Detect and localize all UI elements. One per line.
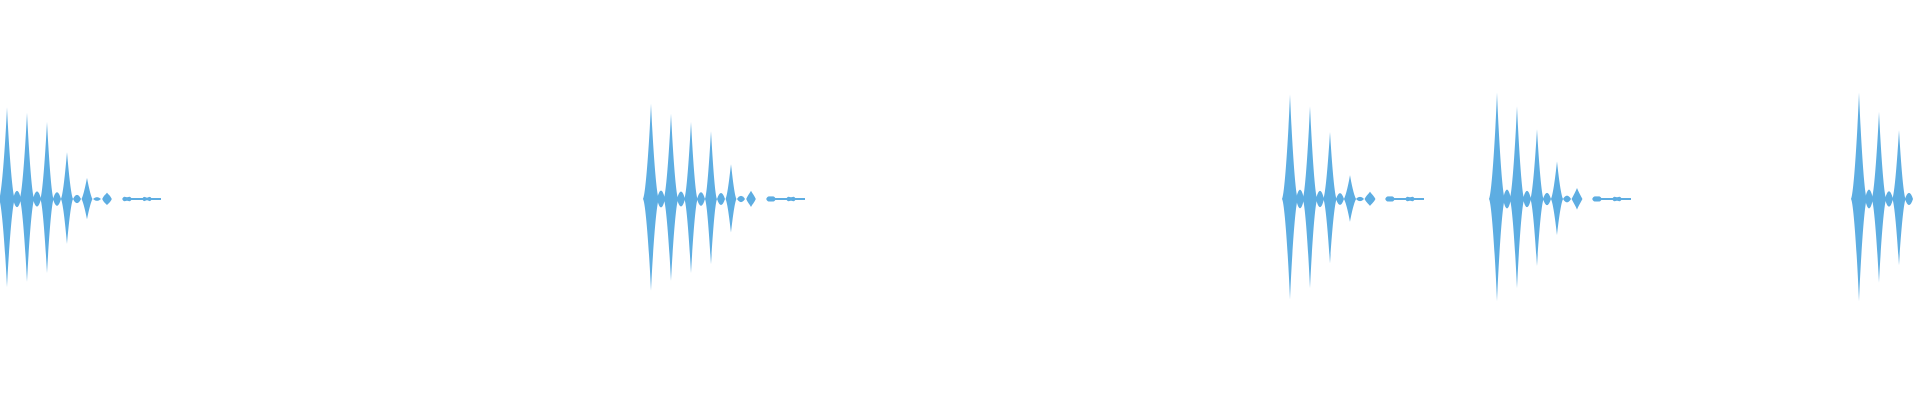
waveform-ripple bbox=[1523, 190, 1531, 208]
waveform-pulse bbox=[19, 112, 35, 282]
waveform-pulse bbox=[40, 121, 54, 274]
waveform-ripple bbox=[1905, 192, 1913, 206]
waveform-pulse bbox=[1892, 130, 1906, 266]
waveform-pulse bbox=[643, 103, 659, 291]
waveform-ripple bbox=[1503, 189, 1511, 209]
waveform-ripple bbox=[1356, 196, 1364, 202]
waveform-pulse bbox=[1489, 92, 1505, 302]
waveform-ripple bbox=[1336, 193, 1344, 205]
waveform-ripple bbox=[677, 191, 685, 207]
waveform-pulse bbox=[1530, 129, 1544, 267]
waveform-pulse bbox=[1302, 106, 1318, 289]
waveform-ripple bbox=[33, 191, 41, 207]
waveform-ripple bbox=[93, 197, 101, 201]
waveform-pulse bbox=[1571, 187, 1583, 210]
waveform-ripple bbox=[1865, 189, 1873, 209]
waveform-ripple bbox=[1296, 189, 1304, 209]
waveform-burst bbox=[643, 103, 805, 291]
waveform-burst bbox=[1282, 94, 1424, 300]
waveform-ripple bbox=[73, 194, 81, 204]
waveform-pulse bbox=[1851, 92, 1867, 302]
waveform-pulse bbox=[746, 190, 756, 207]
waveform-ripple bbox=[1543, 192, 1551, 206]
waveform-burst bbox=[1851, 92, 1913, 302]
waveform-ripple bbox=[657, 190, 665, 208]
waveform-ripple bbox=[1316, 190, 1324, 208]
waveform-pulse bbox=[1323, 131, 1337, 264]
waveform-ripple bbox=[737, 195, 745, 203]
waveform-pulse bbox=[1509, 106, 1525, 289]
waveform-ripple bbox=[13, 190, 21, 208]
waveform-ripple bbox=[1563, 195, 1571, 203]
waveform-pulse bbox=[684, 121, 698, 274]
waveform-ripple bbox=[717, 193, 725, 205]
waveform-burst bbox=[1489, 92, 1631, 302]
waveform-pulse bbox=[1550, 161, 1564, 236]
waveform-pulse bbox=[1871, 111, 1887, 283]
waveform-pulse bbox=[704, 131, 718, 265]
waveform-ripple bbox=[1885, 191, 1893, 207]
waveform-ripple bbox=[697, 192, 705, 206]
waveform-pulse bbox=[1282, 94, 1298, 300]
waveform-pulse bbox=[663, 113, 679, 282]
waveform-pulse bbox=[725, 164, 737, 233]
waveform-pulse bbox=[0, 107, 15, 288]
waveform-ripple bbox=[53, 192, 61, 206]
waveform-pulse bbox=[102, 192, 112, 206]
waveform-pulse bbox=[1343, 175, 1357, 222]
waveform-pulse bbox=[81, 177, 93, 220]
waveform-pulse bbox=[60, 152, 74, 244]
waveform-burst bbox=[0, 107, 161, 288]
waveform-pulse bbox=[1364, 191, 1376, 207]
